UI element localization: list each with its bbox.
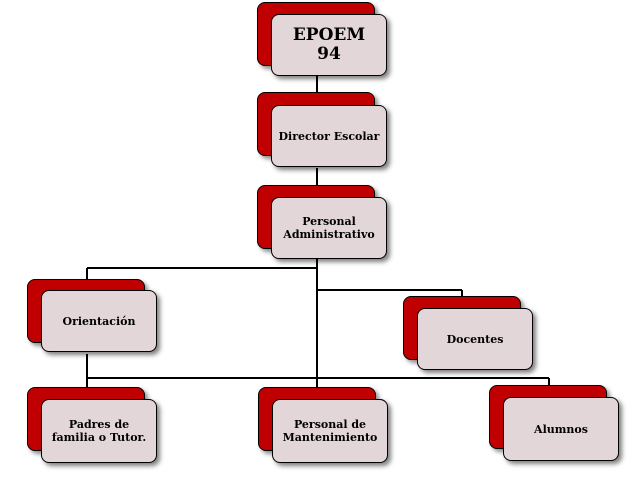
node-mantenimiento: Personal de Mantenimiento [258,387,393,467]
node-epoem-box: EPOEM 94 [271,14,387,76]
node-mantenimiento-box: Personal de Mantenimiento [272,399,388,463]
node-docentes-label: Docentes [446,332,504,346]
node-docentes-box: Docentes [417,308,533,370]
node-administrativo-line2: Administrativo [283,228,375,241]
node-orientacion-box: Orientación [41,290,157,352]
node-director-label: Director Escolar [278,129,380,143]
node-epoem-line2: 94 [317,44,341,64]
node-administrativo-box: Personal Administrativo [271,197,387,259]
node-administrativo: Personal Administrativo [257,185,392,263]
node-mantenimiento-line2: Mantenimiento [282,431,378,444]
node-alumnos: Alumnos [489,385,624,465]
node-epoem: EPOEM 94 [257,2,392,78]
node-orientacion: Orientación [27,279,162,357]
node-padres-line1: Padres de [68,418,130,431]
node-director-box: Director Escolar [271,105,387,167]
node-epoem-line1: EPOEM [292,25,366,45]
node-padres-line2: familia o Tutor. [51,431,147,444]
node-padres: Padres de familia o Tutor. [27,387,162,467]
node-mantenimiento-line1: Personal de [293,418,367,431]
node-administrativo-line1: Personal [302,215,356,228]
node-director: Director Escolar [257,92,392,170]
node-orientacion-label: Orientación [62,314,136,328]
node-alumnos-box: Alumnos [503,397,619,461]
node-docentes: Docentes [403,296,538,374]
node-alumnos-label: Alumnos [534,422,588,436]
node-padres-box: Padres de familia o Tutor. [41,399,157,463]
